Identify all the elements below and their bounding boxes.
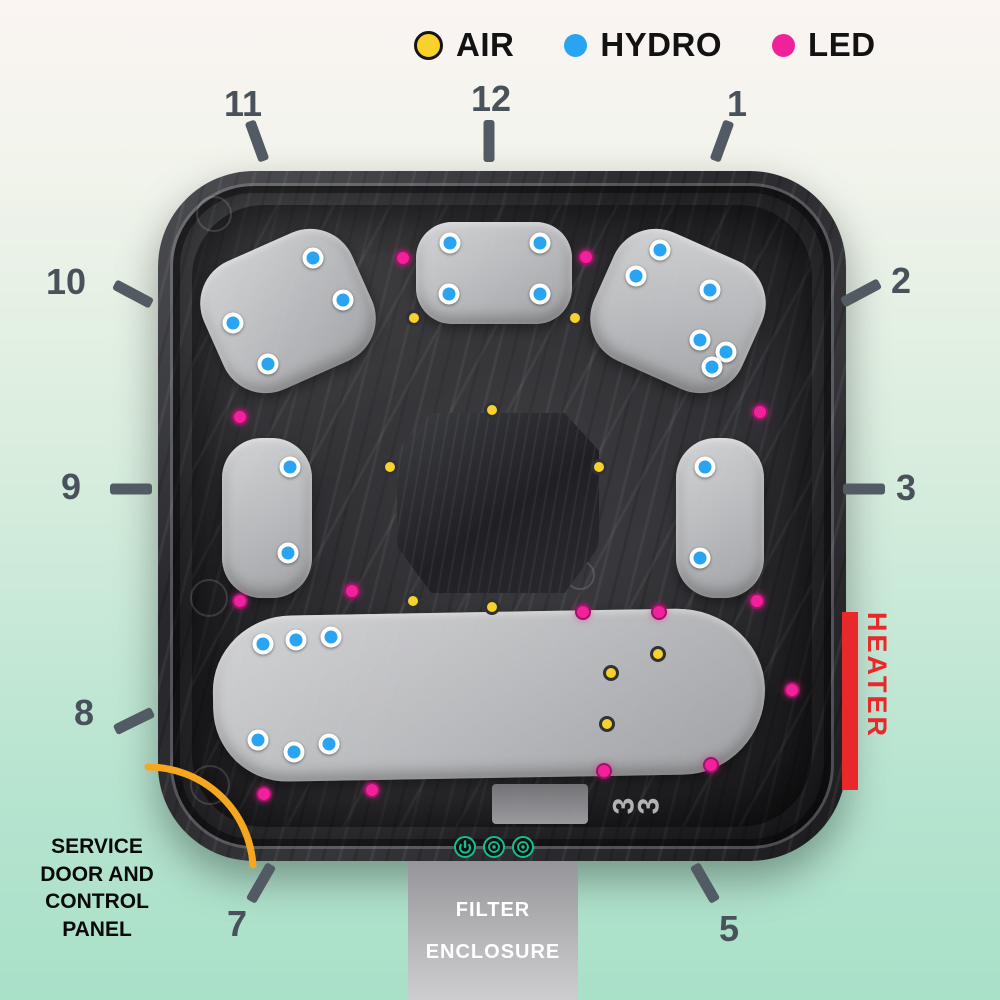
clock-position-1: 1 — [726, 83, 748, 124]
air-jet — [382, 459, 398, 475]
filter-enclosure-label: FILTER ENCLOSURE — [425, 898, 561, 963]
legend-label-hydro: HYDRO — [600, 26, 723, 63]
led-jet — [395, 250, 411, 266]
air-jet — [603, 665, 619, 681]
hydro-jet — [689, 547, 711, 569]
legend-item-air: AIR — [414, 26, 514, 64]
hydro-jet — [529, 232, 551, 254]
led-jet — [749, 593, 765, 609]
led-jet — [596, 763, 612, 779]
led-jet — [651, 604, 667, 620]
corner-fitting-circle — [190, 579, 228, 617]
heater-label: HEATER — [862, 612, 892, 740]
service-door-arc — [144, 763, 257, 869]
hydro-jet — [279, 456, 301, 478]
hydro-jet — [694, 456, 716, 478]
hydro-jet — [302, 247, 324, 269]
hydro-jet — [320, 626, 342, 648]
clock-tick-3 — [843, 483, 885, 495]
clock-tick-10 — [111, 279, 155, 309]
hydro-jet — [318, 733, 340, 755]
air-jet — [599, 716, 615, 732]
air-jet — [591, 459, 607, 475]
corner-fitting-circle — [196, 196, 232, 232]
clock-tick-1 — [709, 119, 735, 163]
clock-position-2: 2 — [890, 260, 912, 301]
air-jet — [567, 310, 583, 326]
hydro-jet — [247, 729, 269, 751]
clock-position-10: 10 — [45, 261, 87, 302]
clock-tick-8 — [112, 706, 156, 736]
air-jet — [406, 310, 422, 326]
hydro-jet — [252, 633, 274, 655]
footwell — [397, 413, 599, 593]
legend: AIR HYDRO LED — [414, 26, 876, 64]
legend-item-hydro: HYDRO — [564, 26, 722, 64]
air-jet — [405, 593, 421, 609]
air-legend-swatch-icon — [414, 30, 443, 60]
power-icon — [453, 835, 477, 859]
corner-fitting-circle — [190, 765, 230, 805]
hydro-jet — [277, 542, 299, 564]
hydro-jet — [649, 239, 671, 261]
hydro-jet — [529, 283, 551, 305]
led-jet — [344, 583, 360, 599]
jet-diverter-icon — [482, 835, 506, 859]
hydro-jet — [689, 329, 711, 351]
service-door-label: SERVICE DOOR AND CONTROL PANEL — [40, 835, 154, 942]
legend-item-led: LED — [772, 26, 876, 64]
hydro-legend-swatch-icon — [564, 33, 588, 57]
led-jet — [784, 682, 800, 698]
led-jet — [752, 404, 768, 420]
led-jet — [364, 782, 380, 798]
led-jet — [256, 786, 272, 802]
topside-controls — [453, 835, 535, 859]
clock-position-7: 7 — [226, 903, 248, 944]
hydro-jet — [285, 629, 307, 651]
filter-access-panel — [492, 784, 588, 824]
led-jet — [575, 604, 591, 620]
legend-label-air: AIR — [456, 26, 515, 63]
air-jet — [484, 402, 500, 418]
hydro-jet — [222, 312, 244, 334]
led-legend-swatch-icon — [772, 33, 796, 57]
hydro-jet — [438, 283, 460, 305]
clock-tick-11 — [244, 119, 270, 163]
air-jet — [484, 599, 500, 615]
led-jet — [232, 593, 248, 609]
clock-position-8: 8 — [73, 692, 95, 733]
clock-tick-5 — [689, 862, 721, 904]
hydro-jet — [439, 232, 461, 254]
clock-position-9: 9 — [60, 466, 82, 507]
legend-label-led: LED — [808, 26, 876, 63]
clock-tick-12 — [483, 120, 495, 162]
led-jet — [703, 757, 719, 773]
hydro-jet — [699, 279, 721, 301]
hydro-jet — [625, 265, 647, 287]
hydro-jet — [332, 289, 354, 311]
air-jet — [650, 646, 666, 662]
heater-bar — [842, 612, 858, 790]
jet-diverter-icon — [511, 835, 535, 859]
clock-tick-9 — [110, 483, 152, 495]
clock-position-12: 12 — [470, 78, 512, 119]
shell-vent-marks: 33 — [607, 785, 665, 819]
clock-position-3: 3 — [895, 467, 917, 508]
hydro-jet — [257, 353, 279, 375]
filter-enclosure-box: FILTER ENCLOSURE — [408, 861, 578, 1000]
clock-position-5: 5 — [718, 908, 740, 949]
hydro-jet — [715, 341, 737, 363]
clock-position-11: 11 — [223, 83, 263, 124]
hydro-jet — [701, 356, 723, 378]
clock-tick-2 — [839, 278, 883, 308]
led-jet — [232, 409, 248, 425]
shell-vent-glyph: 3 — [632, 789, 666, 815]
hydro-jet — [283, 741, 305, 763]
seat-right — [676, 438, 764, 598]
led-jet — [578, 249, 594, 265]
